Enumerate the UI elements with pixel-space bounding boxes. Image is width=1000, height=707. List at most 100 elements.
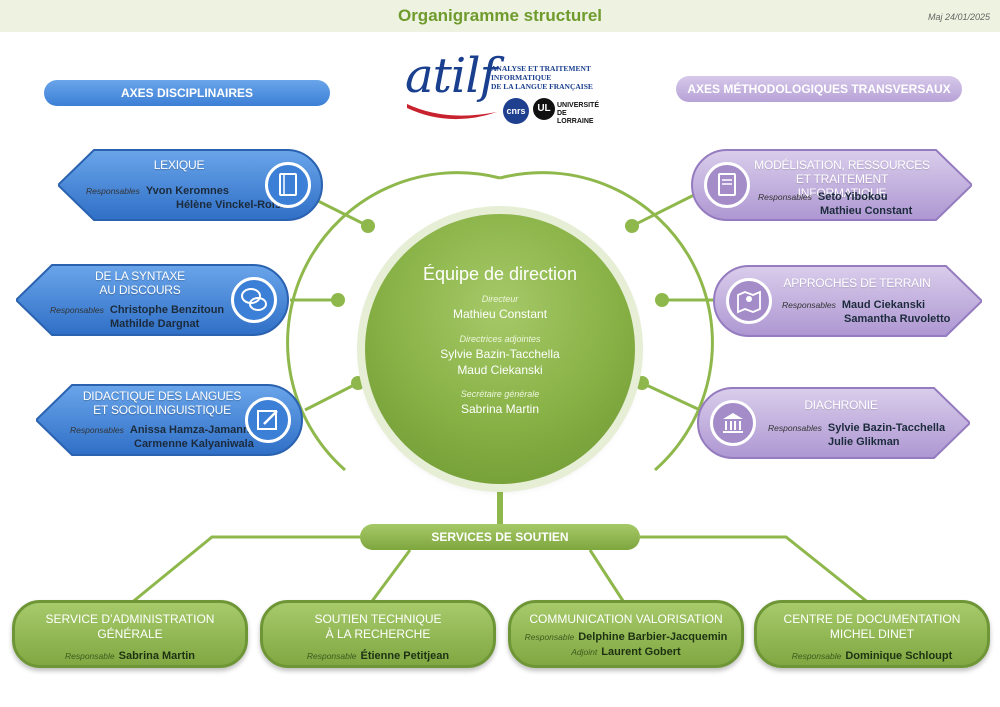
axis-title-line: ET SOCIOLINGUISTIQUE: [93, 403, 231, 417]
axis-title-line: APPROCHES DE TERRAIN: [783, 276, 931, 290]
axis-title: DIACHRONIE: [756, 398, 926, 412]
person-name: Seto Yibokou: [817, 191, 888, 203]
logo-wordmark: atilf: [405, 48, 497, 104]
responsables-label: Responsables: [50, 305, 104, 315]
axis-responsables: Responsables Sylvie Bazin-Tacchella Julie…: [768, 421, 945, 449]
responsables-label: Responsables: [86, 186, 140, 196]
axis-didactique[interactable]: DIDACTIQUE DES LANGUES ET SOCIOLINGUISTI…: [36, 383, 304, 457]
responsables-label: Responsables: [782, 300, 836, 310]
person-name: Laurent Gobert: [601, 646, 681, 658]
axis-title: LEXIQUE: [98, 158, 260, 172]
speech-bubbles-icon: [231, 277, 277, 323]
axis-title-line: LEXIQUE: [153, 158, 205, 172]
book-icon: [265, 162, 311, 208]
service-title: SOUTIEN TECHNIQUE À LA RECHERCHE: [263, 612, 493, 642]
axis-modelisation[interactable]: MODÉLISATION, RESSOURCES ET TRAITEMENT I…: [690, 148, 972, 222]
service-title-line: SERVICE D’ADMINISTRATION: [45, 612, 215, 626]
ul-logo-text: UNIVERSITÉ DE LORRAINE: [557, 102, 605, 126]
update-date: Maj 24/01/2025: [927, 12, 990, 22]
service-title-line: SOUTIEN TECHNIQUE: [314, 612, 442, 626]
responsable-label: Responsable: [64, 651, 115, 661]
axis-shape: [697, 387, 970, 459]
axis-title: DIDACTIQUE DES LANGUES ET SOCIOLINGUISTI…: [76, 389, 248, 417]
person-name: Hélène Vinckel-Roisin: [176, 199, 291, 211]
axis-shape: [16, 264, 289, 336]
axis-title-line: MODÉLISATION, RESSOURCES: [754, 158, 930, 172]
direction-title: Équipe de direction: [422, 264, 578, 284]
axis-title-line: ET TRAITEMENT INFORMATIQUE: [795, 172, 889, 200]
axis-title: APPROCHES DE TERRAIN: [772, 276, 942, 290]
deputy-name: Maud Ciekanski: [457, 363, 543, 377]
axis-diachronie[interactable]: DIACHRONIE Responsables Sylvie Bazin-Tacc…: [696, 386, 970, 460]
disciplinary-axes-header: AXES DISCIPLINAIRES: [44, 80, 330, 106]
adjoint-label: Adjoint: [571, 647, 598, 657]
direction-team-circle[interactable]: Équipe de direction Directeur Mathieu Co…: [365, 214, 635, 484]
service-title-line: GÉNÉRALE: [97, 627, 163, 641]
support-services-header: SERVICES DE SOUTIEN: [360, 524, 640, 550]
axis-responsables: Responsables Yvon Keromnes Hélène Vinckel…: [86, 184, 291, 212]
logo-tagline: ANALYSE ET TRAITEMENT INFORMATIQUE DE LA…: [491, 64, 593, 91]
logo-tagline-line: ANALYSE ET TRAITEMENT: [491, 64, 591, 73]
service-title-line: COMMUNICATION VALORISATION: [529, 612, 723, 626]
director-name: Mathieu Constant: [452, 307, 548, 321]
responsables-label: Responsables: [70, 425, 124, 435]
person-name: Mathilde Dargnat: [110, 318, 200, 330]
service-administration[interactable]: SERVICE D’ADMINISTRATION GÉNÉRALE Respon…: [12, 600, 248, 668]
axis-title-line: DIACHRONIE: [804, 398, 878, 412]
person-name: Carmenne Kalyaniwala: [134, 438, 254, 450]
person-name: Yvon Keromnes: [145, 185, 230, 197]
edit-icon: [245, 397, 291, 443]
axis-title-line: DIDACTIQUE DES LANGUES: [82, 389, 242, 403]
axis-lexique[interactable]: LEXIQUE Responsables Yvon Keromnes Hélène…: [58, 148, 324, 222]
methodological-axes-header: AXES MÉTHODOLOGIQUES TRANSVERSAUX: [676, 76, 962, 102]
axis-shape: [58, 149, 323, 221]
person-name: Julie Glikman: [828, 436, 900, 448]
title-bar: [0, 0, 1000, 32]
logo-tagline-line: INFORMATIQUE: [491, 73, 552, 82]
service-title: CENTRE DE DOCUMENTATION MICHEL DINET: [757, 612, 987, 642]
institution-icon: [710, 400, 756, 446]
axis-shape: [36, 384, 303, 456]
person-name: Sylvie Bazin-Tacchella: [827, 422, 946, 434]
responsables-label: Responsables: [768, 423, 822, 433]
person-name: Dominique Schloupt: [845, 650, 953, 662]
service-soutien-technique[interactable]: SOUTIEN TECHNIQUE À LA RECHERCHE Respons…: [260, 600, 496, 668]
computer-icon: [704, 162, 750, 208]
atilf-logo: atilf ANALYSE ET TRAITEMENT INFORMATIQUE…: [405, 48, 605, 128]
axis-shape: [713, 265, 982, 337]
axis-shape: [691, 149, 972, 221]
service-title-line: À LA RECHERCHE: [325, 627, 431, 641]
person-name: Sabrina Martin: [118, 650, 196, 662]
deputies-role: Directrices adjointes: [459, 334, 541, 344]
responsable-label: Responsable: [306, 651, 357, 661]
person-name: Delphine Barbier-Jacquemin: [578, 631, 728, 643]
ul-text-line: DE LORRAINE: [557, 110, 594, 125]
page-title: Organigramme structurel: [397, 6, 603, 25]
secretary-role: Secrétaire générale: [460, 389, 540, 399]
director-role: Directeur: [481, 294, 519, 304]
axis-title-line: AU DISCOURS: [99, 283, 181, 297]
responsables-label: Responsables: [758, 192, 812, 202]
ul-logo: UL: [533, 98, 555, 120]
service-title: SERVICE D’ADMINISTRATION GÉNÉRALE: [15, 612, 245, 642]
person-name: Mathieu Constant: [820, 205, 913, 217]
axis-title-line: DE LA SYNTAXE: [95, 269, 185, 283]
secretary-name: Sabrina Martin: [460, 402, 540, 416]
axis-title: DE LA SYNTAXE AU DISCOURS: [56, 269, 224, 297]
logo-tagline-line: DE LA LANGUE FRANÇAISE: [491, 82, 593, 91]
service-title-line: CENTRE DE DOCUMENTATION: [783, 612, 961, 626]
ul-text-line: UNIVERSITÉ: [557, 102, 600, 109]
responsable-label: Responsable: [524, 632, 575, 642]
service-documentation[interactable]: CENTRE DE DOCUMENTATION MICHEL DINET Res…: [754, 600, 990, 668]
